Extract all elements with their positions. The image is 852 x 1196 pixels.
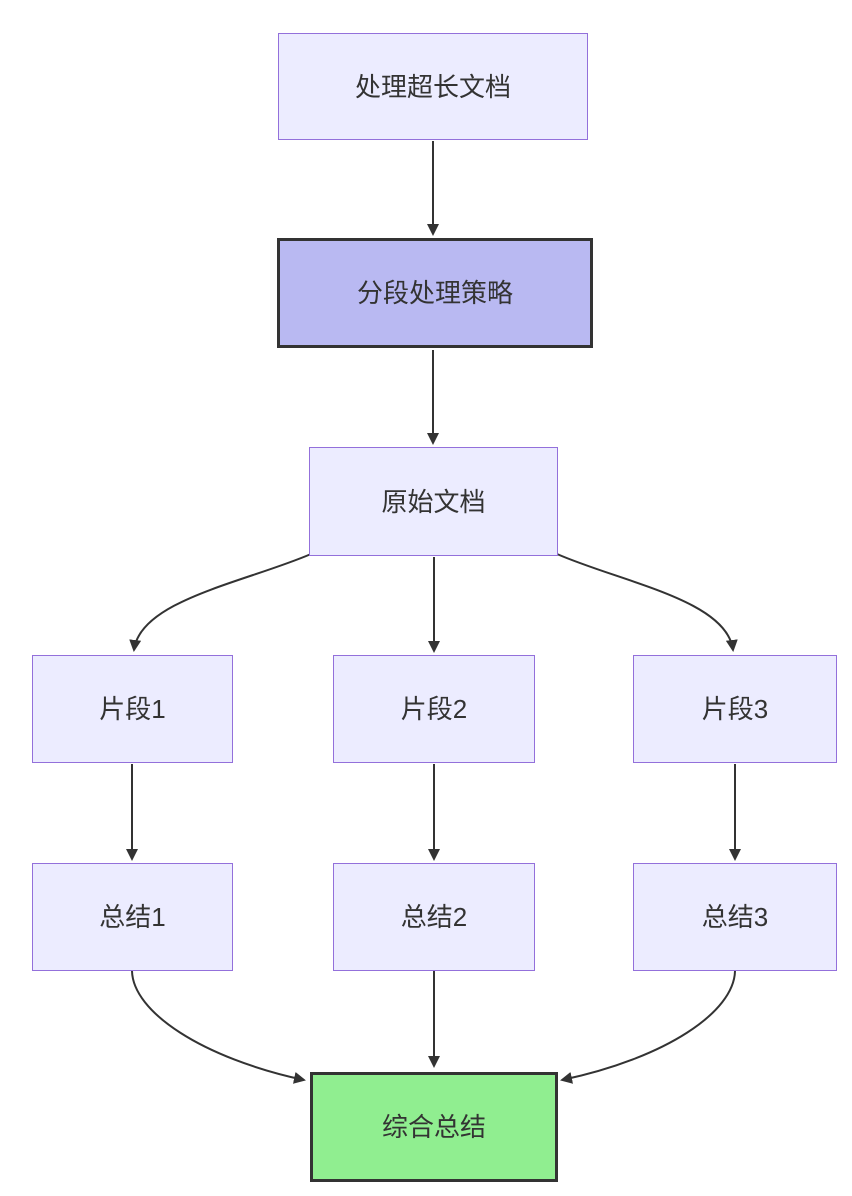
edge-c-to-d [129, 553, 312, 652]
node-label: 总结1 [99, 902, 166, 932]
node-label: 总结2 [400, 902, 468, 932]
node-label: 综合总结 [381, 1112, 486, 1142]
node-fragment-2: 片段2 [333, 655, 535, 763]
node-label: 分段处理策略 [356, 278, 513, 308]
node-label: 原始文档 [381, 486, 486, 517]
node-label: 总结3 [701, 902, 769, 932]
edge-i-to-j [560, 970, 736, 1084]
node-label: 处理超长文档 [354, 71, 511, 102]
node-fragment-3: 片段3 [633, 655, 837, 763]
node-original-document: 原始文档 [309, 447, 558, 556]
node-summary-3: 总结3 [633, 863, 837, 971]
edge-g-to-j [131, 970, 306, 1084]
node-label: 片段1 [99, 694, 166, 724]
node-fragment-1: 片段1 [32, 655, 233, 763]
node-handle-long-document: 处理超长文档 [278, 33, 588, 140]
node-label: 片段3 [701, 694, 769, 724]
node-label: 片段2 [400, 694, 468, 724]
node-summary-1: 总结1 [32, 863, 233, 971]
node-final-summary: 综合总结 [310, 1072, 558, 1182]
node-summary-2: 总结2 [333, 863, 535, 971]
edge-c-to-f [556, 553, 738, 652]
node-segmentation-strategy: 分段处理策略 [277, 238, 593, 348]
